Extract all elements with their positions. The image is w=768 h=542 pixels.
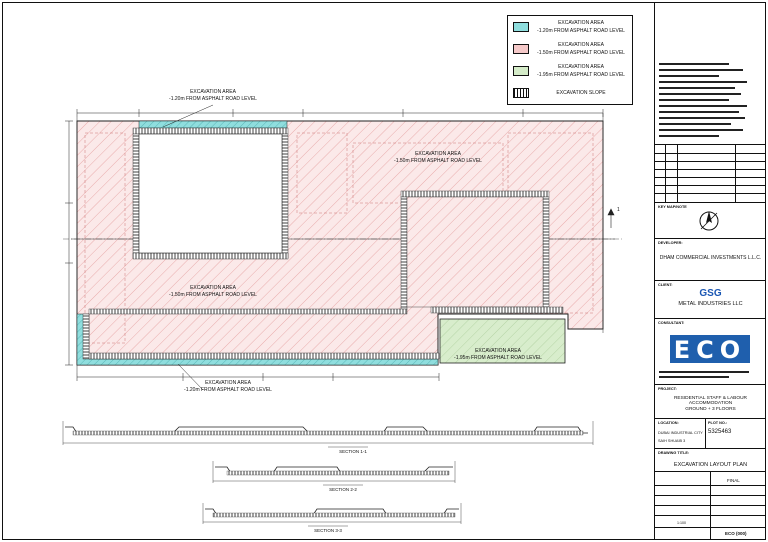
gsg-logo: GSG [699, 288, 722, 299]
bottom-area-label-level: -1.20m FROM ASPHALT ROAD LEVEL [184, 387, 272, 393]
legend-item-slope: EXCAVATION SLOPE [508, 82, 632, 104]
revision-table [655, 145, 766, 203]
excavation-area-195 [439, 318, 566, 364]
section-3-label: SECTION 3-3 [314, 528, 342, 533]
developer-block: DEVELOPER: DHAM COMMERCIAL INVESTMENTS L… [655, 239, 766, 281]
section-2-2 [212, 461, 456, 486]
location-block: LOCATION: DUBAI INDUSTRIAL CITY SAIH SHU… [655, 419, 766, 449]
top-area-label-level: -1.20m FROM ASPHALT ROAD LEVEL [169, 96, 257, 102]
key-plan-block: KEY MAP/NOTE [655, 203, 766, 239]
legend-swatch-red [513, 44, 529, 54]
project-name: RESIDENTIAL STAFF & LABOUR ACCOMMODATION [673, 396, 748, 406]
drawing-title-block: DRAWING TITLE: EXCAVATION LAYOUT PLAN FI… [655, 449, 766, 539]
location-line2: SAIH SHUAIB 3 [658, 439, 686, 443]
client-name: METAL INDUSTRIES LLC [678, 301, 743, 307]
green-area-label-level: -1.95m FROM ASPHALT ROAD LEVEL [454, 355, 542, 361]
consultant-block: CONSULTANT: ECO [655, 319, 766, 385]
location-line1: DUBAI INDUSTRIAL CITY [658, 431, 703, 435]
drawing-number: ECO (000) [725, 531, 747, 536]
drawing-title: EXCAVATION LAYOUT PLAN [673, 462, 748, 468]
green-area-label-title: EXCAVATION AREA [475, 348, 521, 354]
stage-value: FINAL [727, 478, 740, 483]
drawing-area: EXCAVATION AREA -1.20m FROM ASPHALT ROAD… [3, 3, 654, 539]
legend-item-150: EXCAVATION AREA-1.50m FROM ASPHALT ROAD … [508, 38, 632, 60]
title-block: KEY MAP/NOTE DEVELOPER: DHAM COMMERCIAL … [654, 3, 766, 539]
excavation-area-120-top [138, 120, 288, 129]
top-area-label-title: EXCAVATION AREA [190, 89, 236, 95]
legend-swatch-cyan [513, 22, 529, 32]
section-3-3 [202, 503, 462, 527]
excavation-slope [82, 127, 564, 360]
legend: EXCAVATION AREA-1.20m FROM ASPHALT ROAD … [507, 15, 633, 105]
legend-swatch-slope [513, 88, 529, 98]
scale-value: 1:100 [677, 521, 686, 525]
client-block: CLIENT: GSG METAL INDUSTRIES LLC [655, 281, 766, 319]
section-marker: 1 [617, 207, 620, 213]
north-arrow-icon [699, 211, 719, 231]
developer-name: DHAM COMMERCIAL INVESTMENTS L.L.C. [659, 255, 762, 261]
project-block: PROJECT: RESIDENTIAL STAFF & LABOUR ACCO… [655, 385, 766, 419]
center-area-label-level: -1.50m FROM ASPHALT ROAD LEVEL [394, 158, 482, 164]
mid-area-label-level: -1.50m FROM ASPHALT ROAD LEVEL [169, 292, 257, 298]
center-area-label-title: EXCAVATION AREA [415, 151, 461, 157]
excavation-plan [62, 104, 623, 527]
section-1-1 [62, 421, 594, 448]
notes-block [655, 3, 766, 145]
plot-number: 5325463 [708, 429, 732, 435]
legend-swatch-green [513, 66, 529, 76]
bottom-area-label-title: EXCAVATION AREA [205, 380, 251, 386]
legend-item-195: EXCAVATION AREA-1.95m FROM ASPHALT ROAD … [508, 60, 632, 82]
legend-item-120: EXCAVATION AREA-1.20m FROM ASPHALT ROAD … [508, 16, 632, 38]
section-2-label: SECTION 2-2 [329, 487, 357, 492]
eco-logo: ECO [670, 335, 750, 364]
mid-area-label-title: EXCAVATION AREA [190, 285, 236, 291]
section-1-label: SECTION 1-1 [339, 449, 367, 454]
project-subtitle: GROUND + 3 FLOORS [685, 407, 736, 412]
